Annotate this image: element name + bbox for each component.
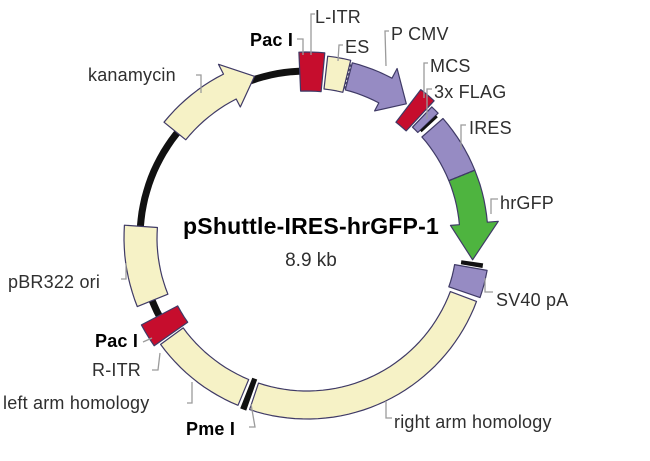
leader-p-cmv <box>384 30 389 67</box>
leader-es <box>337 44 343 62</box>
label-hrgfp: hrGFP <box>500 193 554 213</box>
leader-pac-i-left <box>142 337 153 343</box>
segment-p-cmv <box>344 62 407 112</box>
label-l-itr: L-ITR <box>315 7 361 27</box>
label-left-arm: left arm homology <box>3 393 149 413</box>
plasmid-segments <box>123 51 499 420</box>
segment-flag-tick <box>420 115 438 133</box>
leader-pac-i-top <box>297 38 304 55</box>
leader-ires <box>460 124 466 150</box>
segment-sv40-tick <box>460 260 484 268</box>
segment-left-arm <box>160 327 250 406</box>
leader-kanamycin <box>196 74 202 93</box>
label-p-cmv: P CMV <box>391 24 449 44</box>
label-mcs: MCS <box>430 56 471 76</box>
label-right-arm: right arm homology <box>394 412 552 432</box>
segment-ires <box>421 117 476 182</box>
label-pme-i: Pme I <box>186 419 235 439</box>
leader-l-itr <box>310 13 315 55</box>
feature-labels: L-ITR Pac I ES P CMV MCS 3x FLAG IRES hrGFP SV40… <box>3 7 568 439</box>
label-r-itr: R-ITR <box>92 360 141 380</box>
leader-pme-i <box>249 403 256 428</box>
label-pbr322-ori: pBR322 ori <box>8 272 100 292</box>
plasmid-title: pShuttle-IRES-hrGFP-1 <box>183 213 439 239</box>
label-pac-i-top: Pac I <box>250 30 293 50</box>
segment-hrgfp <box>448 169 499 261</box>
leader-left-arm <box>187 382 193 404</box>
segment-l-itr-site <box>298 51 326 93</box>
segment-pbr322-ori <box>123 224 169 308</box>
leader-sv40-pa <box>484 278 493 293</box>
leader-mcs <box>423 62 428 98</box>
label-es: ES <box>345 37 369 57</box>
label-ires: IRES <box>469 118 512 138</box>
leader-pbr322-ori <box>121 263 127 280</box>
segment-kanamycin <box>163 63 256 141</box>
label-pac-i-left: Pac I <box>95 331 138 351</box>
leader-right-arm <box>385 401 392 419</box>
label-sv40-pa: SV40 pA <box>496 290 568 310</box>
plasmid-backbone <box>136 67 306 319</box>
plasmid-backbone-arc <box>148 298 163 319</box>
leader-r-itr <box>152 352 161 371</box>
segment-r-itr-site <box>140 305 189 347</box>
leader-flag <box>426 88 432 119</box>
label-kanamycin: kanamycin <box>88 65 176 85</box>
segment-right-arm <box>249 291 478 420</box>
label-flag: 3x FLAG <box>434 82 506 102</box>
plasmid-size: 8.9 kb <box>285 250 337 271</box>
segment-pme-tick <box>240 377 258 411</box>
leader-hrgfp <box>490 198 498 214</box>
segment-flag <box>411 106 439 134</box>
label-leader-lines <box>121 13 498 428</box>
